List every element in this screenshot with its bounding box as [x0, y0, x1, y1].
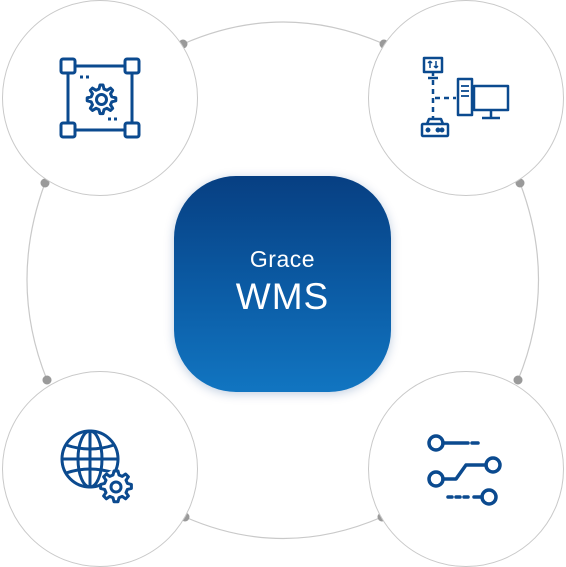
connector-arc-left: [26, 182, 48, 381]
connector-dot: [42, 375, 52, 385]
connector-arc-top: [182, 21, 385, 45]
computer-network-icon: [420, 56, 510, 138]
connector-arc-right: [517, 182, 540, 381]
central-hub: Grace WMS: [174, 176, 391, 392]
connector-dot: [513, 375, 523, 385]
globe-gear-icon: [60, 429, 133, 504]
node-bottom-left: [2, 371, 198, 567]
node-bottom-right: [368, 371, 564, 567]
hub-title-line1: Grace: [249, 246, 316, 272]
hub-title-line2: WMS: [235, 276, 330, 317]
connector-arc-bottom: [184, 516, 383, 540]
gear-frame-icon: [59, 57, 141, 139]
node-top-right: [368, 0, 564, 196]
workflow-nodes-icon: [427, 434, 502, 506]
node-top-left: [2, 0, 198, 196]
